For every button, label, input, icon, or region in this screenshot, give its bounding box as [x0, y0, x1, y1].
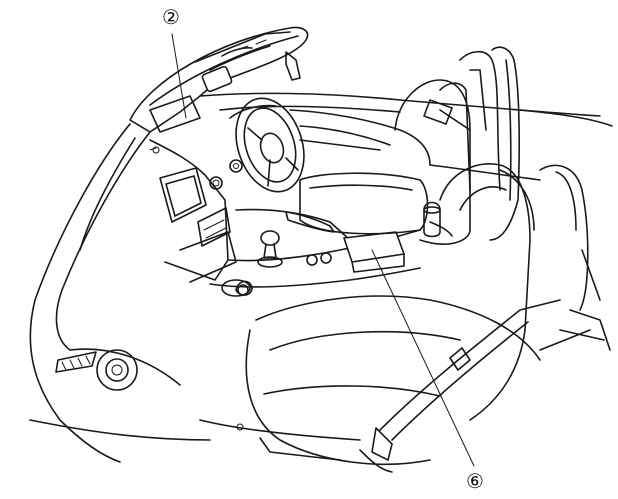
right-body: [200, 110, 612, 460]
console-lid: [344, 232, 404, 272]
driver-seat: [300, 47, 519, 244]
gear-shifter: [258, 231, 282, 267]
callout-leaders: [172, 34, 474, 466]
left-door-panel: [30, 124, 243, 462]
infotainment-screen: [160, 168, 206, 222]
center-console: [210, 210, 420, 296]
callout-2-label: ②: [162, 5, 180, 29]
callout-6-label: ⑥: [466, 469, 484, 493]
